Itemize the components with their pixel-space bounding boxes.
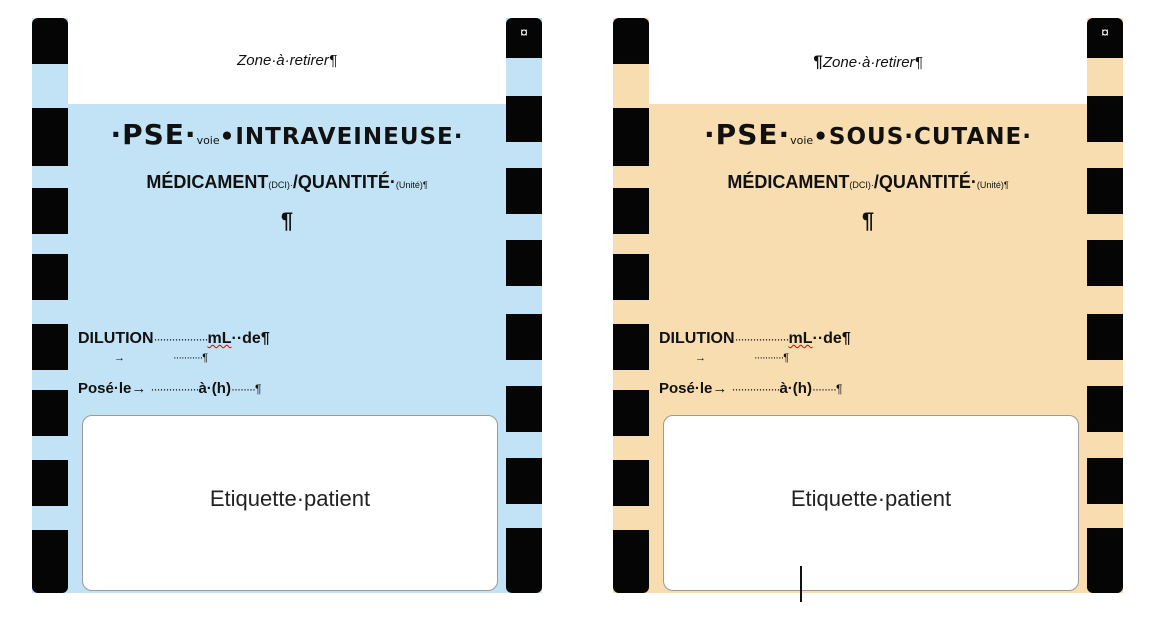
film-strip-block: [32, 18, 68, 64]
film-strip-block: [506, 240, 542, 286]
film-strip-block: [32, 324, 68, 370]
film-strip-block: [613, 530, 649, 593]
film-strip-block: [1087, 458, 1123, 504]
paragraph-mark: ¶: [861, 208, 875, 233]
dilution-arrow-row: →···········¶: [695, 352, 789, 364]
film-strip-block: [1087, 240, 1123, 286]
film-strip-block: [506, 18, 542, 58]
film-strip-block: [1087, 168, 1123, 214]
label-intraveineuse: ¤ Zone·à·retirer¶ ·PSE·voie•INTRAVEINEUS…: [32, 18, 542, 593]
pose-line[interactable]: Posé·le→ ················à·(h)········¶: [78, 380, 261, 397]
film-strip-block: [1087, 528, 1123, 593]
left-film-strip: [613, 18, 649, 593]
film-strip-block: [1087, 96, 1123, 142]
film-strip-block: [506, 386, 542, 432]
film-strip-block: [613, 390, 649, 436]
film-strip-block: [613, 254, 649, 300]
film-strip-block: [1087, 386, 1123, 432]
film-strip-block: [613, 188, 649, 234]
cell-marker-icon: ¤: [520, 24, 528, 40]
film-strip-block: [1087, 18, 1123, 58]
film-strip-block: [32, 530, 68, 593]
label-sous-cutane: ¤ ¶Zone·à·retirer¶ ·PSE·voie•SOUS·CUTANE…: [613, 18, 1123, 593]
film-strip-block: [506, 96, 542, 142]
left-film-strip: [32, 18, 68, 593]
film-strip-block: [506, 458, 542, 504]
film-strip-block: [613, 324, 649, 370]
text-cursor: [800, 566, 802, 602]
film-strip-block: [1087, 314, 1123, 360]
dilution-line[interactable]: DILUTION··················mL··de¶: [78, 330, 270, 347]
paragraph-mark: ¶: [280, 208, 294, 233]
route-title[interactable]: ·PSE·voie•INTRAVEINEUSE·: [110, 118, 464, 151]
film-strip-block: [506, 528, 542, 593]
paragraph-mark: ¶: [813, 52, 823, 71]
film-strip-block: [32, 108, 68, 166]
zone-a-retirer[interactable]: ¶Zone·à·retirer¶: [813, 52, 923, 71]
tab-arrow-icon: →: [114, 352, 125, 364]
patient-label-text: Etiquette·patient: [209, 486, 371, 511]
film-strip-block: [32, 188, 68, 234]
film-strip-block: [32, 390, 68, 436]
film-strip-block: [506, 168, 542, 214]
medication-line[interactable]: MÉDICAMENT(DCI)·/QUANTITÉ·(Unité)¶: [146, 172, 428, 192]
film-strip-block: [613, 460, 649, 506]
film-strip-block: [32, 254, 68, 300]
cell-marker-icon: ¤: [1101, 24, 1109, 40]
route-title[interactable]: ·PSE·voie•SOUS·CUTANE·: [704, 118, 1032, 151]
film-strip-block: [613, 108, 649, 166]
medication-line[interactable]: MÉDICAMENT(DCI)·/QUANTITÉ·(Unité)¶: [727, 172, 1009, 192]
film-strip-block: [506, 314, 542, 360]
patient-label-box[interactable]: Etiquette·patient: [82, 415, 498, 591]
dilution-line[interactable]: DILUTION··················mL··de¶: [659, 330, 851, 347]
film-strip-block: [613, 18, 649, 64]
right-film-strip: [1087, 18, 1123, 593]
pose-line[interactable]: Posé·le→ ················à·(h)········¶: [659, 380, 842, 397]
zone-a-retirer[interactable]: Zone·à·retirer¶: [237, 52, 337, 69]
dilution-arrow-row: →···········¶: [114, 352, 208, 364]
tab-arrow-icon: →: [695, 352, 706, 364]
right-film-strip: [506, 18, 542, 593]
film-strip-block: [32, 460, 68, 506]
patient-label-box[interactable]: Etiquette·patient: [663, 415, 1079, 591]
patient-label-text: Etiquette·patient: [790, 486, 952, 511]
